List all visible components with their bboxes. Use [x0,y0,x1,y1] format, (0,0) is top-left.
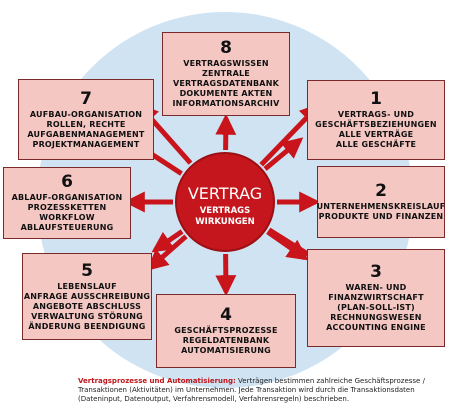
box-number: 8 [220,38,232,58]
box-line: WORKFLOW [39,213,95,222]
box-6-ablauforganisation: 6 ABLAUF-ORGANISATION PROZESSKETTEN WORK… [3,167,131,239]
box-number: 3 [370,262,382,282]
caption-line-3: (Dateninput, Datenoutput, Verfahrensmode… [78,395,350,403]
box-line: ACCOUNTING ENGINE [326,323,426,332]
box-line: REGELDATENBANK [182,336,270,345]
box-line: VERTRAGSDATENBANK [172,79,279,88]
center-subtitle-1: VERTRAGS [200,206,251,216]
box-line: ANFRAGE AUSSCHREIBUNG [23,291,151,301]
arrow-5 [266,229,309,261]
box-line: DOKUMENTE AKTEN [179,89,273,98]
box-number: 4 [220,305,232,325]
box-line: AUTOMATISIERUNG [181,346,271,355]
center-title: VERTRAG [188,184,262,203]
box-line: VERTRAGS- UND [337,110,415,119]
box-4-geschaeftsprozesse: 4 GESCHÄFTSPROZESSE REGELDATENBANK AUTOM… [156,294,296,368]
box-line: PROZESSKETTEN [27,203,107,212]
box-line: ALLE GESCHÄFTE [335,140,417,149]
box-3-finanzwirtschaft: 3 WAREN- UND FINANZWIRTSCHAFT (PLAN-SOLL… [307,249,445,347]
box-2-unternehmenskreislauf: 2 UNTERNEHMENSKREISLAUF PRODUKTE UND FIN… [317,166,445,238]
box-number: 1 [370,89,382,109]
box-1-geschaeftsbeziehungen: 1 VERTRAGS- UND GESCHÄFTSBEZIEHUNGEN ALL… [307,80,445,160]
box-line: AUFBAU-ORGANISATION [29,109,143,119]
box-line: ALLE VERTRÄGE [338,130,414,139]
box-line: GESCHÄFTSBEZIEHUNGEN [315,120,437,129]
caption-line-2: Transaktionen (Aktivitäten) im Unternehm… [78,386,415,394]
box-line: PRODUKTE UND FINANZEN [318,212,444,221]
box-line: (PLAN-SOLL-IST) [337,303,415,312]
caption: Vertragsprozesse und Automatisierung: Ve… [78,377,446,404]
box-line: ANGEBOTE ABSCHLUSS [32,301,142,311]
box-number: 6 [61,172,73,192]
box-line: ZENTRALE [202,69,250,78]
box-number: 2 [375,181,387,201]
box-line: ABLAUF-ORGANISATION [11,193,123,202]
box-line: FINANZWIRTSCHAFT [328,293,424,302]
arrow-3 [263,137,304,171]
center-circle [175,152,275,252]
box-line: ROLLEN, RECHTE [46,119,126,129]
caption-highlight: Vertragsprozesse und Automatisierung: [78,377,236,385]
box-line: RECHNUNGSWESEN [330,313,422,322]
box-line: INFORMATIONSARCHIV [172,99,280,108]
caption-line-1: Verträgen bestimmen zahlreiche Geschäfts… [235,377,425,385]
box-line: LEBENSLAUF [57,281,117,291]
box-line: VERWALTUNG STÖRUNG [31,311,143,321]
box-line: ABLAUFSTEUERUNG [20,223,114,232]
box-line: WAREN- UND [345,283,407,292]
center-subtitle-2: WIRKUNGEN [195,217,254,227]
box-line: VERTRAGSWISSEN [183,59,269,68]
box-7-aufbauorganisation: 7 AUFBAU-ORGANISATION ROLLEN, RECHTE AUF… [18,79,154,160]
arrow-12 [151,229,184,253]
box-line: PROJEKTMANAGEMENT [32,139,140,149]
box-line: AUFGABENMANAGEMENT [27,129,145,139]
box-number: 7 [80,88,92,109]
box-line: UNTERNEHMENSKREISLAUF [316,202,446,211]
box-number: 5 [81,260,93,281]
box-8-vertragswissen: 8 VERTRAGSWISSEN ZENTRALE VERTRAGSDATENB… [162,32,290,116]
box-line: ÄNDERUNG BEENDIGUNG [28,321,146,331]
box-line: GESCHÄFTSPROZESSE [174,326,278,335]
box-5-lebenslauf: 5 LEBENSLAUF ANFRAGE AUSSCHREIBUNG ANGEB… [22,253,152,340]
